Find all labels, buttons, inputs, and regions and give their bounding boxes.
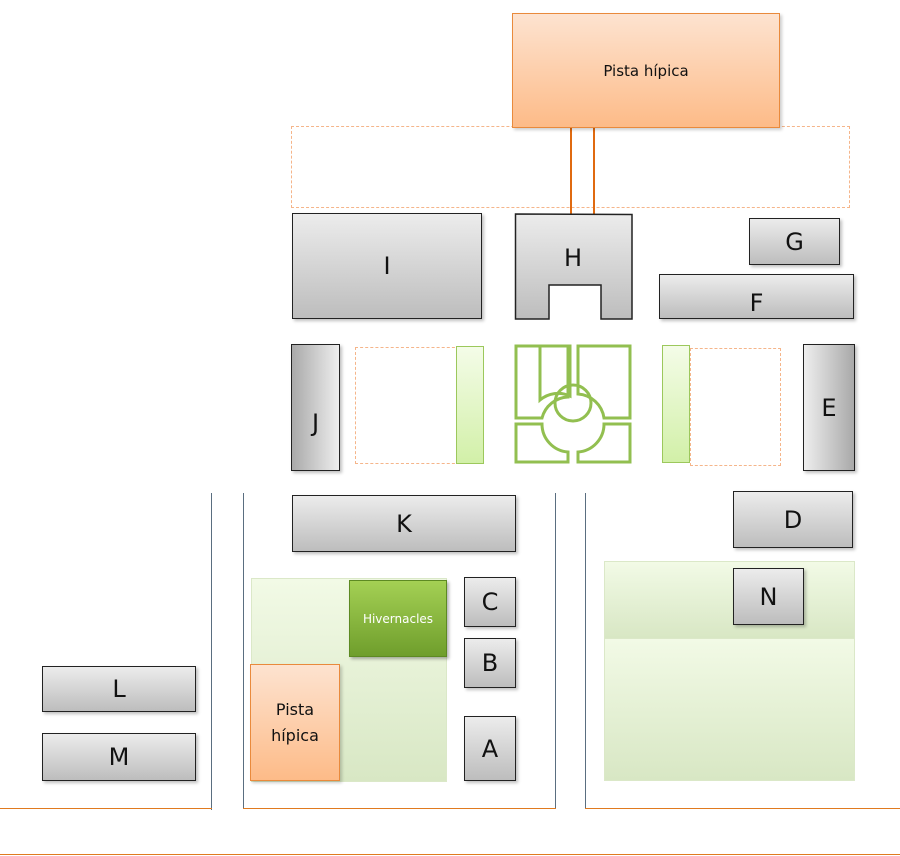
hivernacles[interactable]: Hivernacles	[349, 580, 447, 657]
building-F[interactable]: F	[659, 274, 854, 319]
pista-hipica-label: Pista hípica	[603, 61, 689, 80]
building-label: C	[481, 588, 499, 616]
building-label: J	[311, 408, 320, 437]
green-field	[604, 638, 855, 781]
building-J[interactable]: J	[291, 344, 340, 471]
green-field	[604, 561, 855, 639]
building-label: L	[112, 675, 126, 703]
pista-hipica-bottom[interactable]: Pista hípica	[250, 664, 340, 781]
building-A[interactable]: A	[464, 716, 516, 781]
building-C[interactable]: C	[464, 577, 516, 627]
building-label: A	[481, 734, 499, 763]
path-line	[593, 127, 595, 214]
building-label: K	[396, 509, 412, 538]
building-B[interactable]: B	[464, 638, 516, 688]
building-M[interactable]: M	[42, 733, 196, 781]
building-L[interactable]: L	[42, 666, 196, 712]
road-line	[0, 808, 212, 809]
building-K[interactable]: K	[292, 495, 516, 552]
building-label: N	[759, 582, 778, 611]
building-label: B	[481, 649, 499, 677]
road-line	[243, 808, 556, 809]
hivernacles-label: Hivernacles	[362, 611, 434, 626]
pista-hipica-top[interactable]: Pista hípica	[512, 13, 780, 128]
building-I[interactable]: I	[292, 213, 482, 319]
building-label: I	[383, 252, 391, 280]
building-E[interactable]: E	[803, 344, 855, 471]
road-line	[585, 493, 586, 809]
building-N[interactable]: N	[733, 568, 804, 625]
building-label: D	[783, 505, 803, 534]
building-label: F	[749, 288, 764, 317]
pista-hipica-label: hípica	[271, 725, 319, 745]
building-label: H	[564, 244, 582, 272]
building-H[interactable]: H	[514, 213, 636, 323]
road-line	[0, 854, 900, 855]
road-line	[585, 808, 900, 809]
building-label: G	[785, 227, 804, 256]
road-line	[555, 493, 556, 809]
building-G[interactable]: G	[749, 218, 840, 265]
pista-hipica-label: Pista	[275, 699, 315, 719]
garden-strip	[662, 345, 690, 463]
building-label: E	[821, 393, 837, 422]
road-line	[211, 493, 212, 810]
dashed-area	[690, 348, 781, 466]
dashed-area	[355, 347, 460, 464]
central-garden	[514, 344, 632, 464]
building-label: M	[108, 743, 130, 771]
garden-strip	[456, 346, 484, 464]
road-line	[243, 493, 244, 809]
path-line	[570, 127, 572, 214]
building-D[interactable]: D	[733, 491, 853, 548]
